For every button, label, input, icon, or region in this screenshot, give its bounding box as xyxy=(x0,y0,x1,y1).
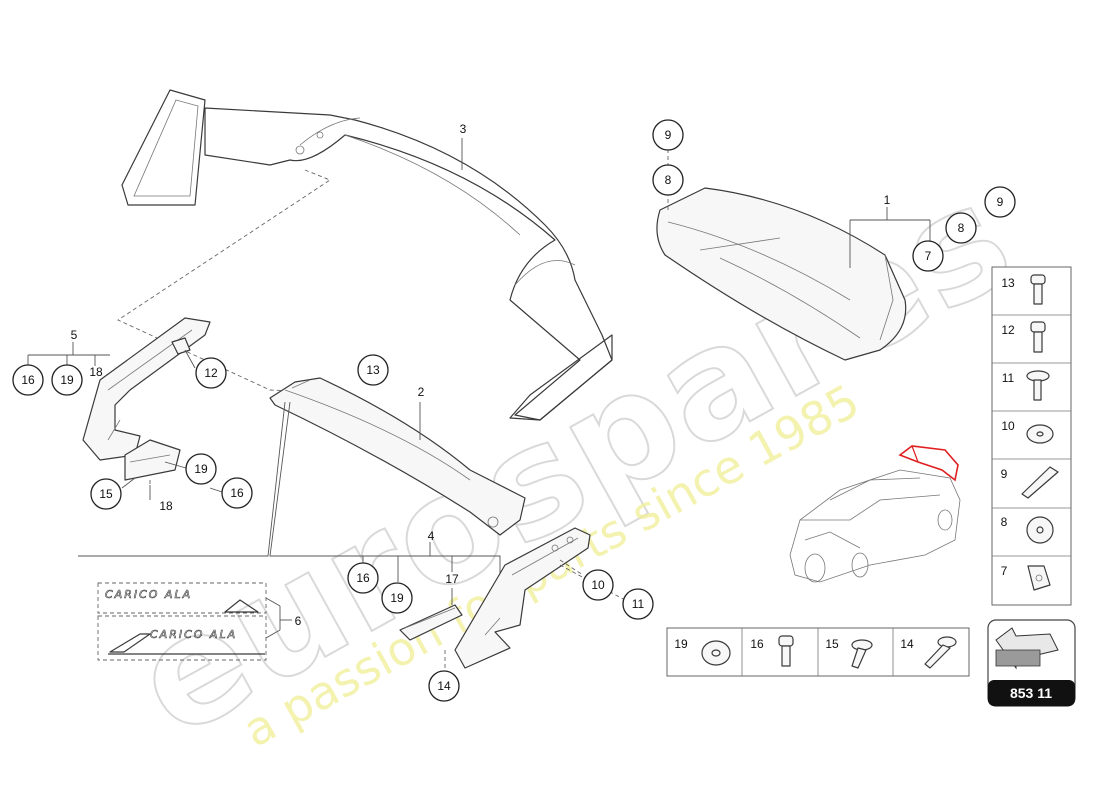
fastener-row-19: 19 xyxy=(674,637,688,651)
callout-19b: 19 xyxy=(185,453,217,485)
callout-13: 13 xyxy=(357,354,389,386)
svg-text:19: 19 xyxy=(390,591,404,605)
reference-code: 853 11 xyxy=(1010,685,1052,701)
label-4: 4 xyxy=(428,529,435,543)
label-1: 1 xyxy=(884,193,891,207)
watermark: eurospares a passion for parts since 198… xyxy=(107,149,1040,773)
label-18b: 18 xyxy=(159,499,173,513)
fastener-col-7: 7 xyxy=(1001,564,1008,578)
svg-text:7: 7 xyxy=(925,249,932,263)
label-5-tree: 5 18 xyxy=(27,328,110,379)
label-2: 2 xyxy=(418,385,425,399)
shoulder-bolt-icon xyxy=(778,635,794,667)
decal-group: CARICO ALA CARICO ALA 6 xyxy=(97,582,302,661)
torx-bolt-short-icon xyxy=(1030,321,1046,353)
svg-text:12: 12 xyxy=(204,366,218,380)
svg-text:15: 15 xyxy=(99,487,113,501)
label-6: 6 xyxy=(295,614,302,628)
callout-8a: 8 xyxy=(652,164,684,196)
callout-8b: 8 xyxy=(945,212,977,244)
clip-nut-icon xyxy=(1027,565,1051,591)
long-bolt-icon xyxy=(1021,466,1059,499)
callout-10: 10 xyxy=(582,569,614,601)
callout-12: 12 xyxy=(195,357,227,389)
car-thumbnail xyxy=(789,445,961,583)
svg-text:14: 14 xyxy=(437,679,451,693)
flat-washer-icon xyxy=(1026,516,1054,544)
flange-screw-icon xyxy=(1026,370,1050,401)
svg-text:16: 16 xyxy=(230,486,244,500)
watermark-brand: eurospares xyxy=(108,150,1039,772)
svg-text:10: 10 xyxy=(591,578,605,592)
callout-16a: 16 xyxy=(12,364,44,396)
car-wing-highlight xyxy=(898,445,959,482)
fastener-col-12: 12 xyxy=(1001,323,1015,337)
washer-icon xyxy=(1026,424,1054,444)
label-17: 17 xyxy=(445,572,459,586)
fastener-col-8: 8 xyxy=(1001,515,1008,529)
torx-bolt-icon xyxy=(1030,274,1046,305)
fastener-row-14: 14 xyxy=(900,637,914,651)
svg-text:9: 9 xyxy=(997,195,1004,209)
callout-15: 15 xyxy=(90,478,122,510)
reference-box: 853 11 xyxy=(987,619,1076,707)
callout-19a: 19 xyxy=(51,364,83,396)
callout-11: 11 xyxy=(622,588,654,620)
callout-16b: 16 xyxy=(221,477,253,509)
fastener-col-11: 11 xyxy=(1002,371,1015,385)
callout-9b: 9 xyxy=(984,186,1016,218)
fastener-row-15: 15 xyxy=(825,637,839,651)
svg-text:19: 19 xyxy=(194,462,208,476)
decal-text-bottom: CARICO ALA xyxy=(150,628,237,641)
svg-text:8: 8 xyxy=(958,221,965,235)
callout-9a: 9 xyxy=(652,119,684,151)
long-screw-icon xyxy=(924,636,957,669)
svg-text:11: 11 xyxy=(632,597,645,611)
rear-panel-part: 1 xyxy=(656,142,931,361)
svg-text:16: 16 xyxy=(356,571,370,585)
svg-text:13: 13 xyxy=(366,363,380,377)
label-18a: 18 xyxy=(89,365,103,379)
spacer-washer-icon xyxy=(701,640,731,666)
svg-text:19: 19 xyxy=(60,373,74,387)
svg-text:8: 8 xyxy=(665,173,672,187)
svg-text:9: 9 xyxy=(665,128,672,142)
fastener-col-13: 13 xyxy=(1001,276,1015,290)
right-bracket-part: 4 17 xyxy=(362,527,626,669)
callout-19c: 19 xyxy=(381,582,413,614)
callout-7: 7 xyxy=(912,240,944,272)
callout-16c: 16 xyxy=(347,562,379,594)
left-bracket-part: 18 xyxy=(82,317,223,513)
fastener-row-16: 16 xyxy=(750,637,764,651)
flange-bolt-icon xyxy=(851,639,873,669)
fastener-column: 13 12 11 10 9 8 7 xyxy=(991,266,1072,606)
label-3: 3 xyxy=(460,122,467,136)
fastener-row: 19 16 15 14 xyxy=(666,627,970,677)
svg-text:16: 16 xyxy=(21,373,35,387)
decal-text-top: CARICO ALA xyxy=(105,588,192,601)
fastener-col-9: 9 xyxy=(1001,467,1008,481)
label-5: 5 xyxy=(71,328,78,342)
callout-14: 14 xyxy=(428,670,460,702)
fastener-col-10: 10 xyxy=(1001,419,1015,433)
rear-wing-part: 3 xyxy=(121,89,613,421)
